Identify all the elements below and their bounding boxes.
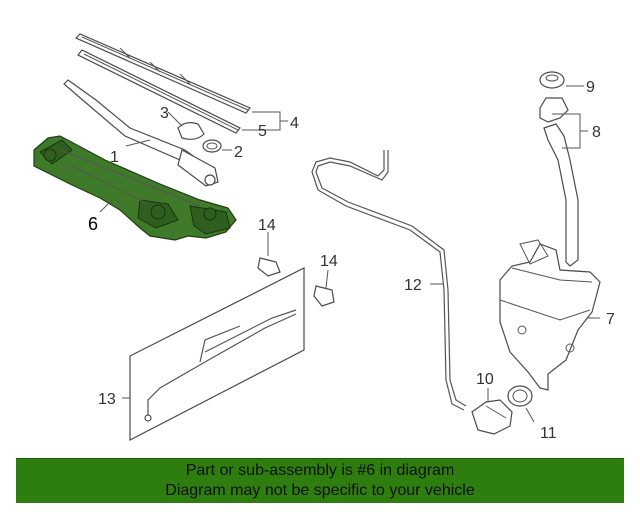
reservoir-filler-neck — [539, 97, 579, 267]
pivot-nut — [202, 139, 222, 153]
callout-11: 11 — [540, 425, 557, 442]
diagram-notice-banner: Part or sub-assembly is #6 in diagram Di… — [16, 458, 624, 503]
callout-2: 2 — [234, 144, 243, 161]
pivot-cap — [177, 122, 205, 140]
wiper-linkage-assembly — [33, 135, 237, 241]
hose-clip-lower — [313, 285, 335, 307]
reservoir-cap — [539, 71, 565, 89]
pump-grommet — [507, 385, 533, 407]
callout-3: 3 — [160, 105, 169, 122]
callout-9: 9 — [586, 79, 595, 96]
banner-line-disclaimer: Diagram may not be specific to your vehi… — [165, 482, 475, 499]
callout-10: 10 — [476, 371, 494, 388]
callout-12: 12 — [404, 277, 422, 294]
wiper-arm-passenger — [63, 79, 219, 187]
callout-5: 5 — [258, 123, 267, 140]
callout-1: 1 — [110, 149, 119, 166]
washer-tube — [311, 150, 467, 411]
wiper-blade-upper — [74, 33, 251, 114]
callout-4: 4 — [290, 115, 299, 132]
callout-14-upper: 14 — [258, 217, 276, 234]
hose-clip-upper — [257, 257, 281, 277]
callout-14-lower: 14 — [320, 253, 338, 270]
parts-diagram: 1 2 3 4 5 6 7 8 9 10 11 12 13 14 14 — [33, 33, 615, 442]
callout-13: 13 — [98, 391, 116, 408]
leader-lines — [99, 85, 600, 423]
callout-8: 8 — [592, 124, 601, 141]
washer-pump — [471, 399, 513, 435]
banner-line-part-number: Part or sub-assembly is #6 in diagram — [185, 462, 455, 479]
washer-hose-kit — [129, 267, 305, 441]
callout-6: 6 — [88, 214, 98, 234]
washer-reservoir — [499, 239, 601, 391]
wiper-blade-lower — [77, 49, 241, 134]
callout-7: 7 — [606, 311, 615, 328]
